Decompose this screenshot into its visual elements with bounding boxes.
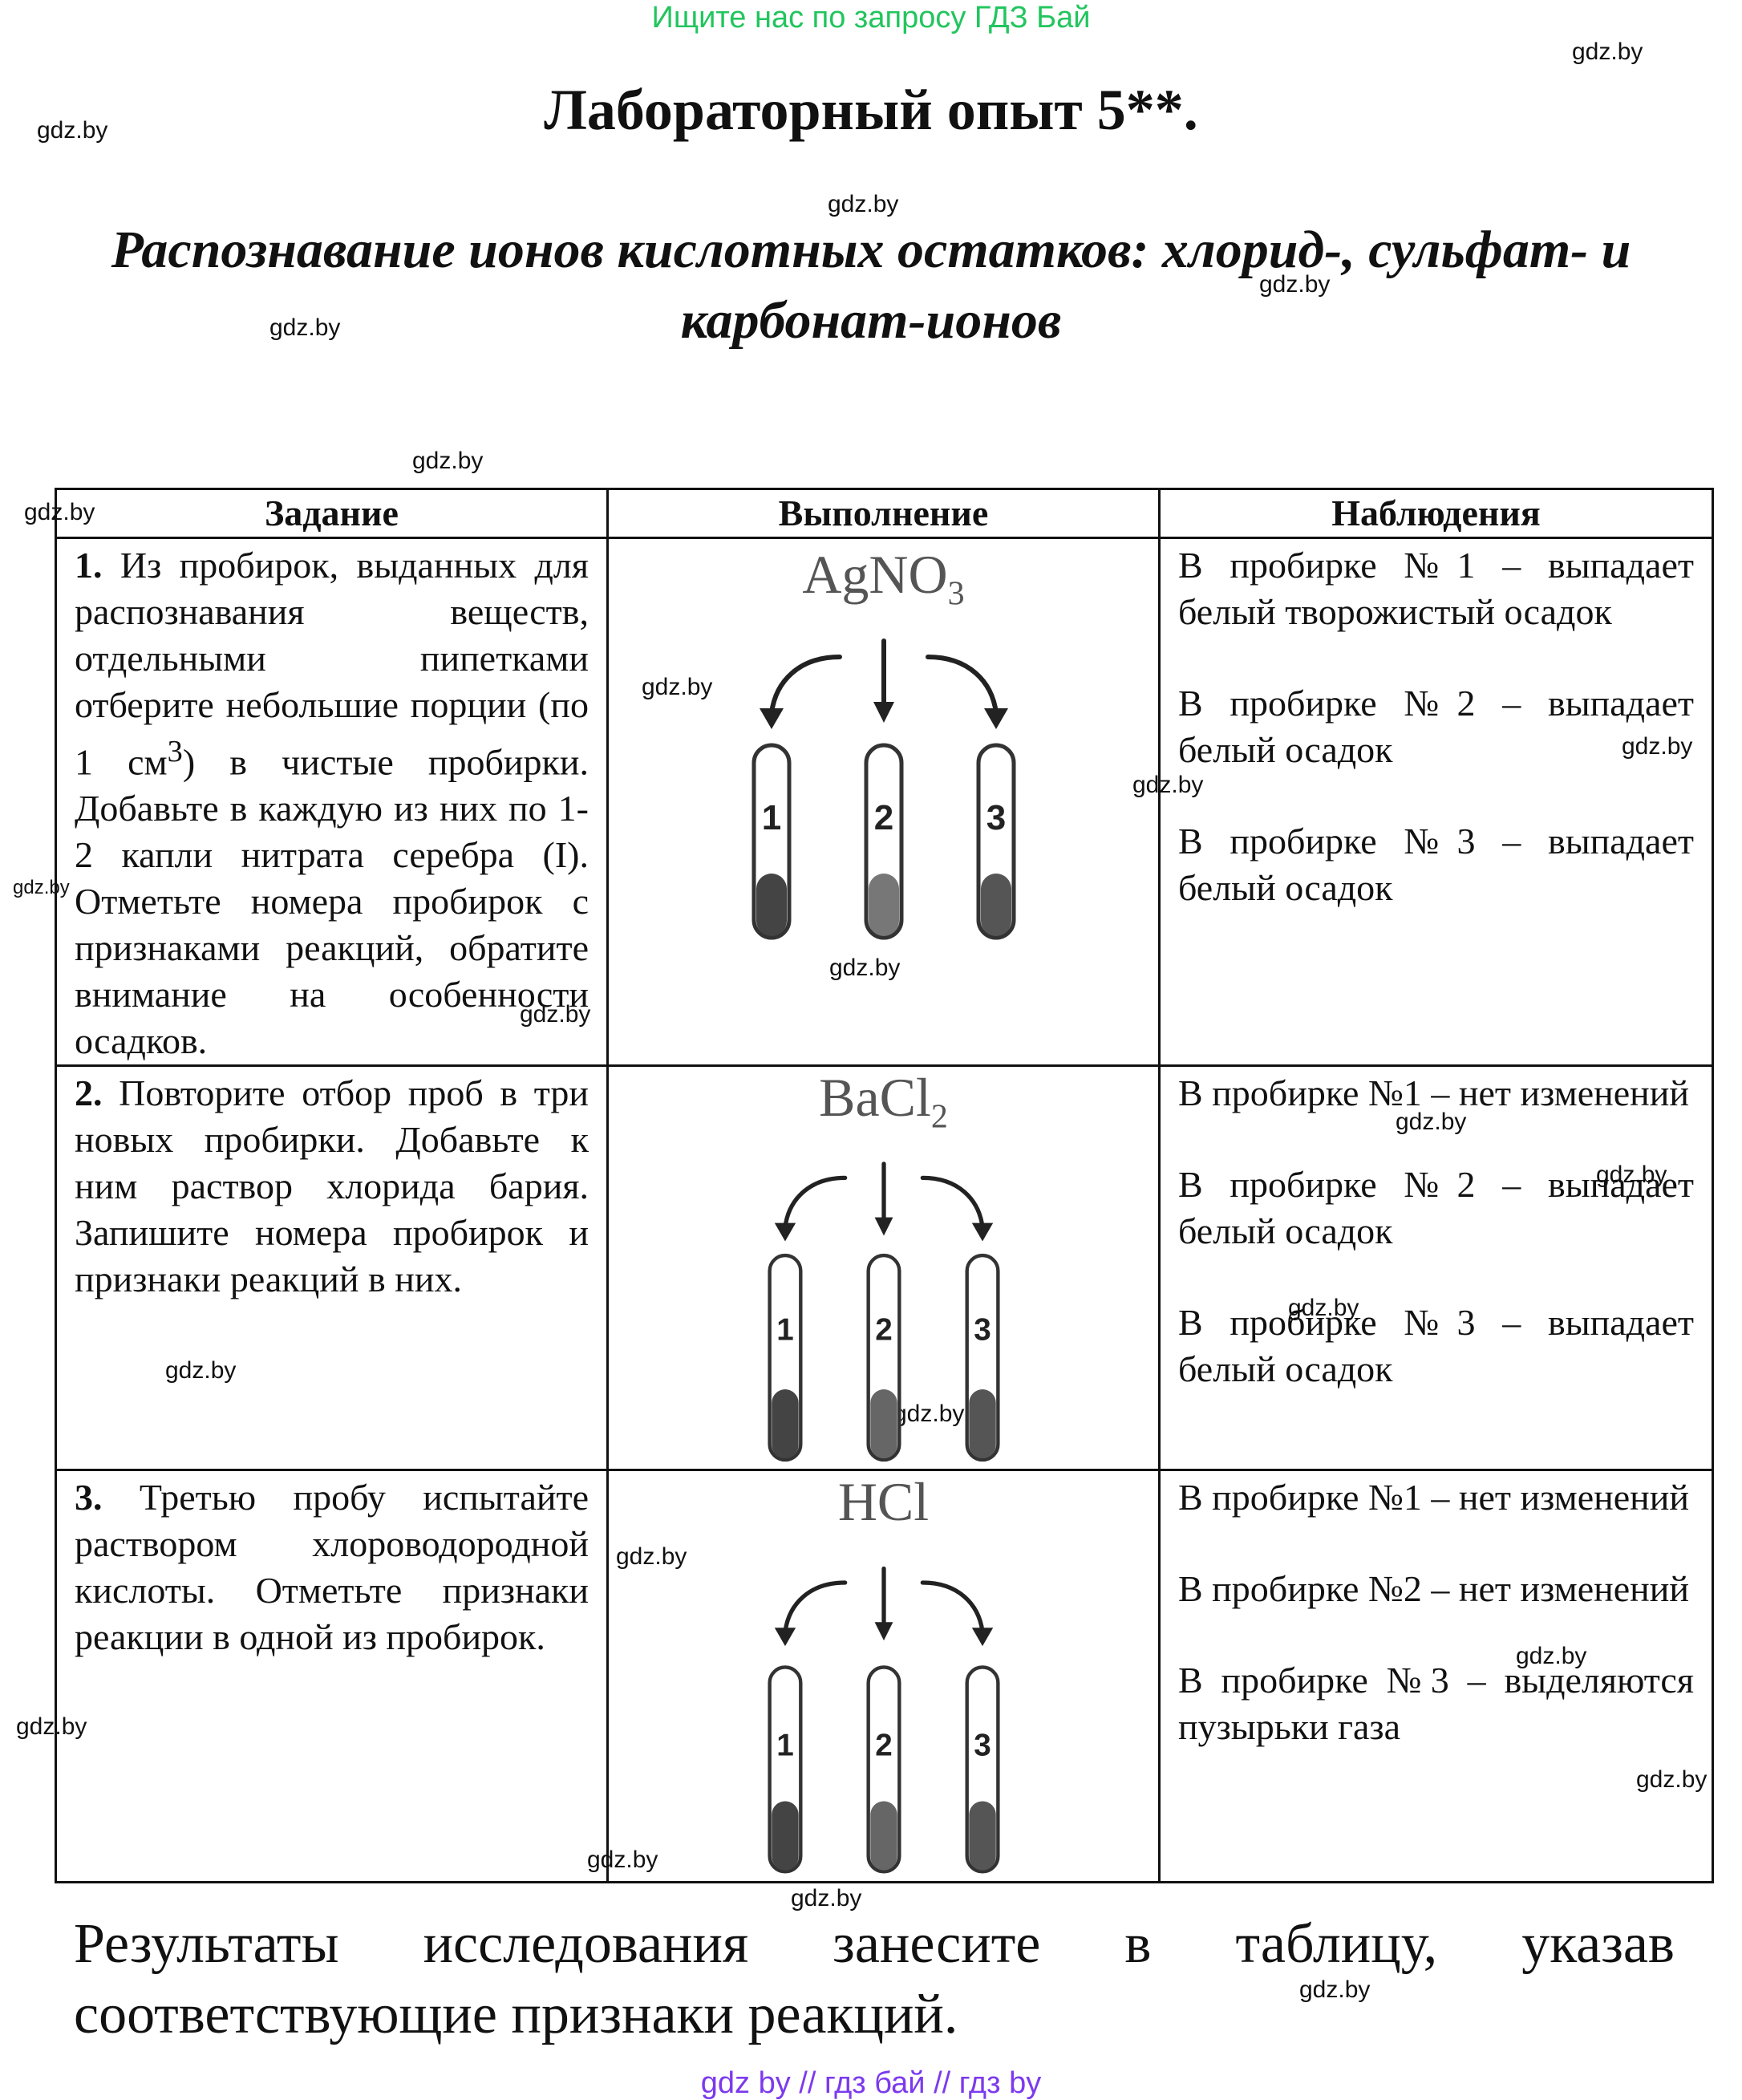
test-tube-icon: 2 (865, 1253, 901, 1462)
reagent-formula: HCl (837, 1470, 930, 1532)
observation-line: В пробирке №3 – выделяются пузырьки газа (1178, 1659, 1694, 1747)
observation-line: В пробирке №1 – выпадает белый творожист… (1178, 545, 1694, 632)
reagent-formula: AgNO3 (802, 544, 965, 613)
header-execution: Выполнение (606, 488, 1161, 539)
svg-text:1: 1 (776, 1728, 794, 1762)
svg-text:3: 3 (986, 798, 1005, 837)
task-text: 2. Повторите отбор проб в три новых проб… (75, 1072, 589, 1300)
header-observations: Наблюдения (1158, 488, 1714, 539)
watermark: gdz.by (37, 117, 108, 144)
execution-cell: HCl 1 (606, 1468, 1161, 1883)
svg-text:1: 1 (761, 798, 780, 837)
arrow-right-icon (920, 1579, 985, 1634)
arrow-left-icon (782, 1175, 847, 1230)
watermark: gdz.by (269, 314, 341, 341)
lab-table: Задание Выполнение Наблюдения 1. Из проб… (55, 488, 1714, 1883)
test-tube-icon: 3 (965, 1253, 1000, 1462)
svg-text:2: 2 (875, 1312, 893, 1347)
test-tubes-illustration: 1 2 3 (767, 1161, 1000, 1462)
observations-cell: В пробирке №1 – нет изменений В пробирке… (1158, 1468, 1714, 1883)
execution-cell: BaCl2 1 (606, 1064, 1161, 1471)
observations-cell: В пробирке №1 – нет изменений В пробирке… (1158, 1064, 1714, 1471)
watermark: gdz.by (412, 448, 484, 474)
observations-cell: В пробирке №1 – выпадает белый творожист… (1158, 536, 1714, 1068)
svg-text:2: 2 (875, 1728, 893, 1762)
test-tube-icon: 3 (965, 1664, 1000, 1874)
observation-line: В пробирке №2 – выпадает белый осадок (1178, 1164, 1694, 1252)
test-tube-icon: 1 (767, 1253, 802, 1462)
observation-line: В пробирке №1 – нет изменений (1178, 1072, 1690, 1114)
page-subtitle: Распознавание ионов кислотных остатков: … (111, 221, 1631, 350)
task-cell: 3. Третью пробу испытайте раствором хлор… (55, 1468, 609, 1883)
watermark: gdz.by (791, 1885, 862, 1911)
table-header-row: Задание Выполнение Наблюдения (55, 488, 1714, 539)
task-number: 1. (75, 545, 103, 586)
task-cell: 2. Повторите отбор проб в три новых проб… (55, 1064, 609, 1471)
test-tubes-illustration: 1 2 3 (767, 1566, 1000, 1874)
svg-text:3: 3 (974, 1728, 991, 1762)
task-cell: 1. Из пробирок, выданных для распознаван… (55, 536, 609, 1068)
svg-text:3: 3 (974, 1312, 991, 1347)
task-text: 1. Из пробирок, выданных для распознаван… (75, 545, 589, 1062)
test-tubes-illustration: 1 2 3 (751, 638, 1015, 940)
execution-cell: AgNO3 1 (606, 536, 1161, 1068)
task-number: 2. (75, 1072, 103, 1114)
watermark: gdz.by (1299, 1976, 1371, 2003)
table-row: 1. Из пробирок, выданных для распознаван… (55, 536, 1714, 1068)
test-tube-icon: 1 (751, 743, 791, 940)
table-row: 2. Повторите отбор проб в три новых проб… (55, 1064, 1714, 1471)
observation-line: В пробирке №2 – нет изменений (1178, 1567, 1690, 1609)
watermark: gdz.by (828, 191, 899, 217)
task-text: 3. Третью пробу испытайте раствором хлор… (75, 1476, 589, 1657)
observation-line: В пробирке №3 – выпадает белый осадок (1178, 821, 1694, 908)
watermark: gdz.by (1572, 39, 1643, 65)
observation-line: В пробирке №1 – нет изменений (1178, 1476, 1690, 1518)
bottom-links[interactable]: gdz by // гдз бай // гдз by (700, 2066, 1042, 2100)
reagent-formula: BaCl2 (819, 1067, 948, 1136)
arrow-left-icon (782, 1579, 847, 1634)
footer-instruction: Результаты исследования занесите в табли… (74, 1913, 1675, 2045)
test-tube-icon: 3 (976, 743, 1015, 940)
task-number: 3. (75, 1476, 103, 1518)
table-row: 3. Третью пробу испытайте раствором хлор… (55, 1468, 1714, 1883)
arrow-right-icon (920, 1175, 985, 1230)
arrow-left-icon (768, 654, 842, 716)
svg-text:2: 2 (873, 798, 893, 837)
observation-line: В пробирке №3 – выпадает белый осадок (1178, 1302, 1694, 1390)
test-tube-icon: 2 (864, 743, 903, 940)
test-tube-icon: 2 (865, 1664, 901, 1874)
arrow-right-icon (925, 654, 999, 716)
top-banner[interactable]: Ищите нас по запросу ГДЗ Бай (651, 1, 1091, 34)
watermark: gdz.by (1259, 271, 1331, 298)
test-tube-icon: 1 (767, 1664, 802, 1874)
header-task: Задание (55, 488, 609, 539)
observation-line: В пробирке №2 – выпадает белый осадок (1178, 683, 1694, 770)
page-title: Лабораторный опыт 5**. (544, 78, 1198, 142)
svg-text:1: 1 (776, 1312, 794, 1347)
